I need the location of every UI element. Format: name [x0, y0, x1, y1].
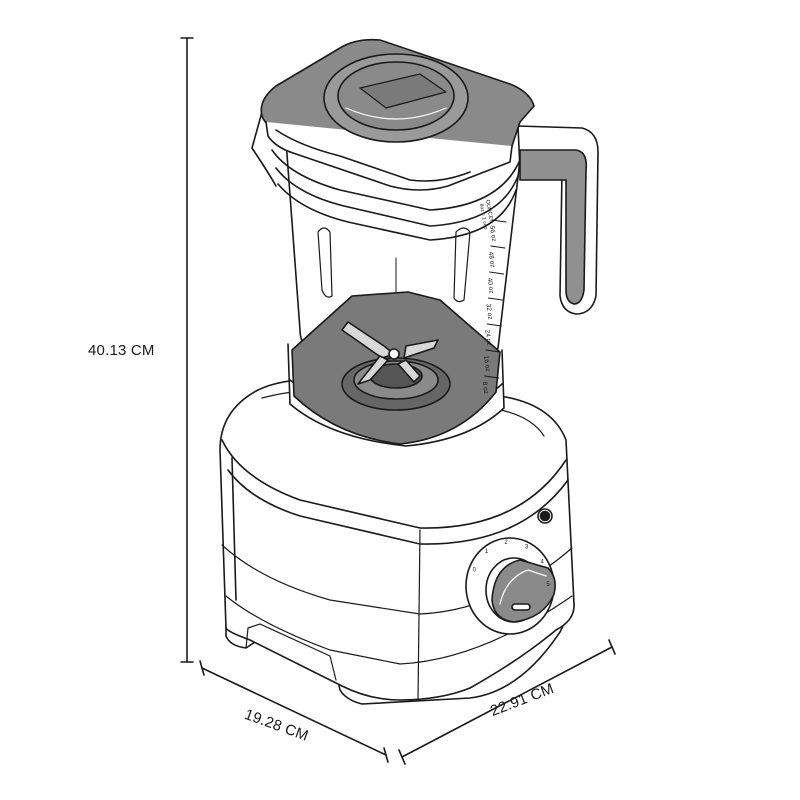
blade: [341, 321, 395, 359]
volume-mark-line: [484, 375, 500, 379]
width-dimension-line: [199, 660, 389, 763]
volume-mark-line: [490, 245, 506, 249]
volume-mark-label: 32 oz: [484, 303, 493, 320]
volume-mark-line: [491, 219, 507, 223]
volume-mark-label: 40 oz: [486, 277, 495, 294]
volume-mark-line: [486, 323, 502, 327]
volume-label-top: OUNCES: [484, 199, 494, 224]
jar-handle[interactable]: [517, 125, 599, 315]
dial-tick-label: 0: [473, 568, 477, 574]
dial-tick-label: 3: [525, 544, 529, 550]
volume-mark-line: [487, 297, 503, 301]
jar-lid[interactable]: [260, 38, 535, 191]
height-dimension-line: [180, 37, 194, 663]
dial-tick-label: 2: [504, 540, 508, 546]
volume-mark-label: 56 oz: [488, 225, 497, 242]
dial-tick-label: 1: [485, 549, 489, 555]
volume-mark-label: 16 oz: [482, 355, 491, 372]
volume-mark-label: 8 oz: [481, 381, 490, 394]
volume-mark-line: [485, 349, 501, 353]
dial-tick-label: 5: [546, 582, 550, 588]
volume-mark-label: 48 oz: [487, 251, 496, 268]
depth-dimension-line: [398, 639, 616, 765]
volume-mark-label: 24 oz: [483, 329, 492, 346]
volume-mark-line: [489, 271, 505, 275]
dial-tick-label: 4: [541, 560, 545, 566]
volume-label-bottom: 8oz = 1 cup: [478, 203, 488, 230]
speed-dial[interactable]: [465, 537, 556, 635]
dial-tick-labels: 0 1 2 3 4 5: [473, 540, 551, 588]
dial-knob: [491, 559, 556, 623]
blade-assembly: [291, 291, 501, 445]
height-dimension-label: 40.13 CM: [88, 342, 155, 359]
